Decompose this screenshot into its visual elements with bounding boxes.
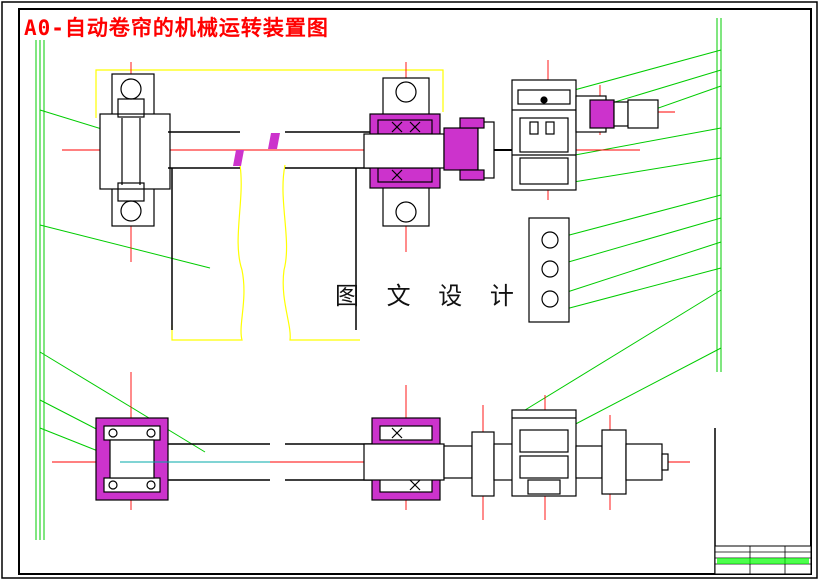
frame-outline — [95, 69, 444, 341]
drawing-title: A0-自动卷帘的机械运转装置图 — [24, 16, 329, 40]
motor-bottom — [575, 429, 669, 495]
gear-reducer-top — [511, 79, 577, 191]
shaft-break-mark-right — [268, 133, 280, 149]
roller-shaft-top — [168, 131, 375, 330]
mounting-plate — [528, 217, 570, 323]
title-block — [714, 428, 812, 575]
gear-reducer-bottom — [511, 409, 577, 497]
watermark-text: 图 文 设 计 — [335, 282, 524, 310]
motor-top — [575, 95, 659, 133]
roller-shaft-bottom — [120, 443, 378, 481]
inner-frame — [18, 8, 812, 575]
bearing-housing-left — [99, 73, 171, 227]
bearing-housing-bottom-left — [95, 417, 169, 501]
shaft-break-mark-left — [233, 150, 244, 166]
bearing-housing-bottom-right — [363, 417, 445, 501]
bearing-housing-right — [363, 77, 445, 227]
coupling-top — [443, 117, 512, 181]
